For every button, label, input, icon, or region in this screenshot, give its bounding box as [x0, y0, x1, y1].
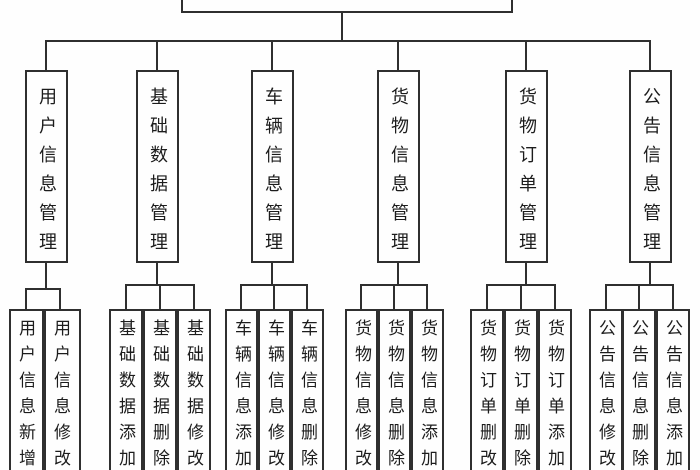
connector-group4-child1-drop — [360, 284, 362, 309]
connector-group3-child3-drop — [306, 284, 308, 309]
node-cargo-order-add: 货物订单添加 — [538, 309, 572, 470]
connector-group1-stub — [45, 263, 47, 288]
connector-group6-child2-drop — [638, 284, 640, 309]
connector-group5-stub — [525, 263, 527, 284]
connector-group2-child3-drop — [193, 284, 195, 309]
connector-group5-child1-drop — [486, 284, 488, 309]
connector-drop-group2 — [156, 40, 158, 70]
node-basic-data-delete: 基础数据删除 — [143, 309, 177, 470]
connector-group4-child3-drop — [426, 284, 428, 309]
connector-drop-group1 — [45, 40, 47, 70]
connector-group1-child1-drop — [25, 288, 27, 309]
connector-group1-child2-drop — [59, 288, 61, 309]
connector-level1-bus — [45, 40, 651, 42]
connector-group5-child2-drop — [520, 284, 522, 309]
connector-group3-stub — [271, 263, 273, 284]
connector-group1-bar — [25, 288, 61, 290]
connector-root-drop — [341, 13, 343, 40]
root-node — [181, 0, 513, 13]
node-notice-info-edit: 公告信息修改 — [589, 309, 623, 470]
node-vehicle-info-edit: 车辆信息修改 — [258, 309, 291, 470]
node-notice-info-delete: 公告信息删除 — [622, 309, 656, 470]
connector-group6-child3-drop — [672, 284, 674, 309]
connector-drop-group6 — [649, 40, 651, 70]
node-vehicle-info-management: 车辆信息管理 — [251, 70, 294, 263]
connector-drop-group5 — [525, 40, 527, 70]
connector-drop-group4 — [397, 40, 399, 70]
node-cargo-info-delete: 货物信息删除 — [378, 309, 411, 470]
node-user-info-management: 用户信息管理 — [25, 70, 68, 263]
connector-group3-child2-drop — [273, 284, 275, 309]
connector-group2-child1-drop — [125, 284, 127, 309]
node-notice-info-management: 公告信息管理 — [629, 70, 672, 263]
node-basic-data-management: 基础数据管理 — [136, 70, 179, 263]
node-vehicle-info-add: 车辆信息添加 — [225, 309, 258, 470]
node-cargo-order-modify: 货物订单删改 — [470, 309, 504, 470]
node-cargo-info-edit: 货物信息修改 — [345, 309, 378, 470]
connector-drop-group3 — [271, 40, 273, 70]
connector-group6-stub — [649, 263, 651, 284]
node-cargo-order-management: 货物订单管理 — [505, 70, 548, 263]
connector-group2-stub — [156, 263, 158, 284]
node-cargo-info-management: 货物信息管理 — [377, 70, 420, 263]
node-basic-data-edit: 基础数据修改 — [177, 309, 211, 470]
node-user-info-add: 用户信息新增 — [9, 309, 44, 470]
connector-group5-child3-drop — [554, 284, 556, 309]
node-cargo-info-add: 货物信息添加 — [411, 309, 444, 470]
node-user-info-edit: 用户信息修改 — [44, 309, 81, 470]
node-notice-info-add: 公告信息添加 — [656, 309, 690, 470]
node-basic-data-add: 基础数据添加 — [109, 309, 143, 470]
node-vehicle-info-delete: 车辆信息删除 — [291, 309, 324, 470]
connector-group6-child1-drop — [605, 284, 607, 309]
connector-group4-stub — [397, 263, 399, 284]
connector-group3-child1-drop — [240, 284, 242, 309]
connector-group4-child2-drop — [393, 284, 395, 309]
connector-group2-child2-drop — [159, 284, 161, 309]
node-cargo-order-delete: 货物订单删除 — [504, 309, 538, 470]
